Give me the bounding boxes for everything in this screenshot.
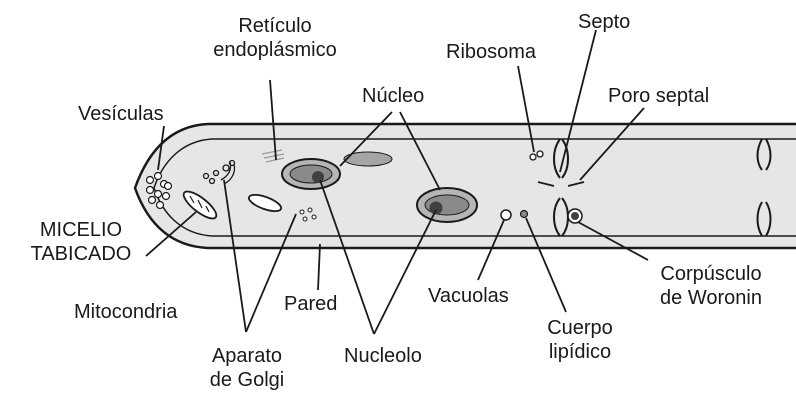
label-nucleolo: Nucleolo: [344, 344, 422, 368]
nucleolus-2: [430, 202, 443, 215]
label-vacuolas: Vacuolas: [428, 284, 509, 308]
label-corpusculo-line1: Corpúsculo: [636, 262, 786, 286]
label-aparato-golgi: Aparato de Golgi: [192, 344, 302, 392]
label-reticulo-line1: Retículo: [186, 14, 364, 38]
label-cuerpo-line1: Cuerpo: [530, 316, 630, 340]
label-ribosoma: Ribosoma: [446, 40, 536, 64]
woronin-body: [568, 209, 582, 223]
lipid-body: [521, 211, 528, 218]
label-corpusculo-woronin: Corpúsculo de Woronin: [636, 262, 786, 310]
label-micelio-line1: MICELIO: [12, 218, 150, 242]
label-pared: Pared: [284, 292, 337, 316]
label-aparato-line2: de Golgi: [192, 368, 302, 392]
label-cuerpo-line2: lipídico: [530, 340, 630, 364]
label-reticulo-line2: endoplásmico: [186, 38, 364, 62]
label-aparato-line1: Aparato: [192, 344, 302, 368]
vacuole: [501, 210, 511, 220]
nucleus: [282, 159, 340, 189]
label-poro-septal: Poro septal: [608, 84, 709, 108]
hypha-outer-wall: [135, 124, 796, 248]
label-reticulo-endoplasmico: Retículo endoplásmico: [186, 14, 364, 62]
label-nucleo: Núcleo: [362, 84, 424, 108]
label-cuerpo-lipidico: Cuerpo lipídico: [530, 316, 630, 364]
label-micelio-line2: TABICADO: [12, 242, 150, 266]
label-vesiculas: Vesículas: [78, 102, 164, 126]
label-septo: Septo: [578, 10, 630, 34]
nucleus-2: [417, 188, 477, 222]
label-micelio-tabicado: MICELIO TABICADO: [12, 218, 150, 266]
label-corpusculo-line2: de Woronin: [636, 286, 786, 310]
nucleolus: [312, 171, 324, 183]
label-mitocondria: Mitocondria: [74, 300, 177, 324]
